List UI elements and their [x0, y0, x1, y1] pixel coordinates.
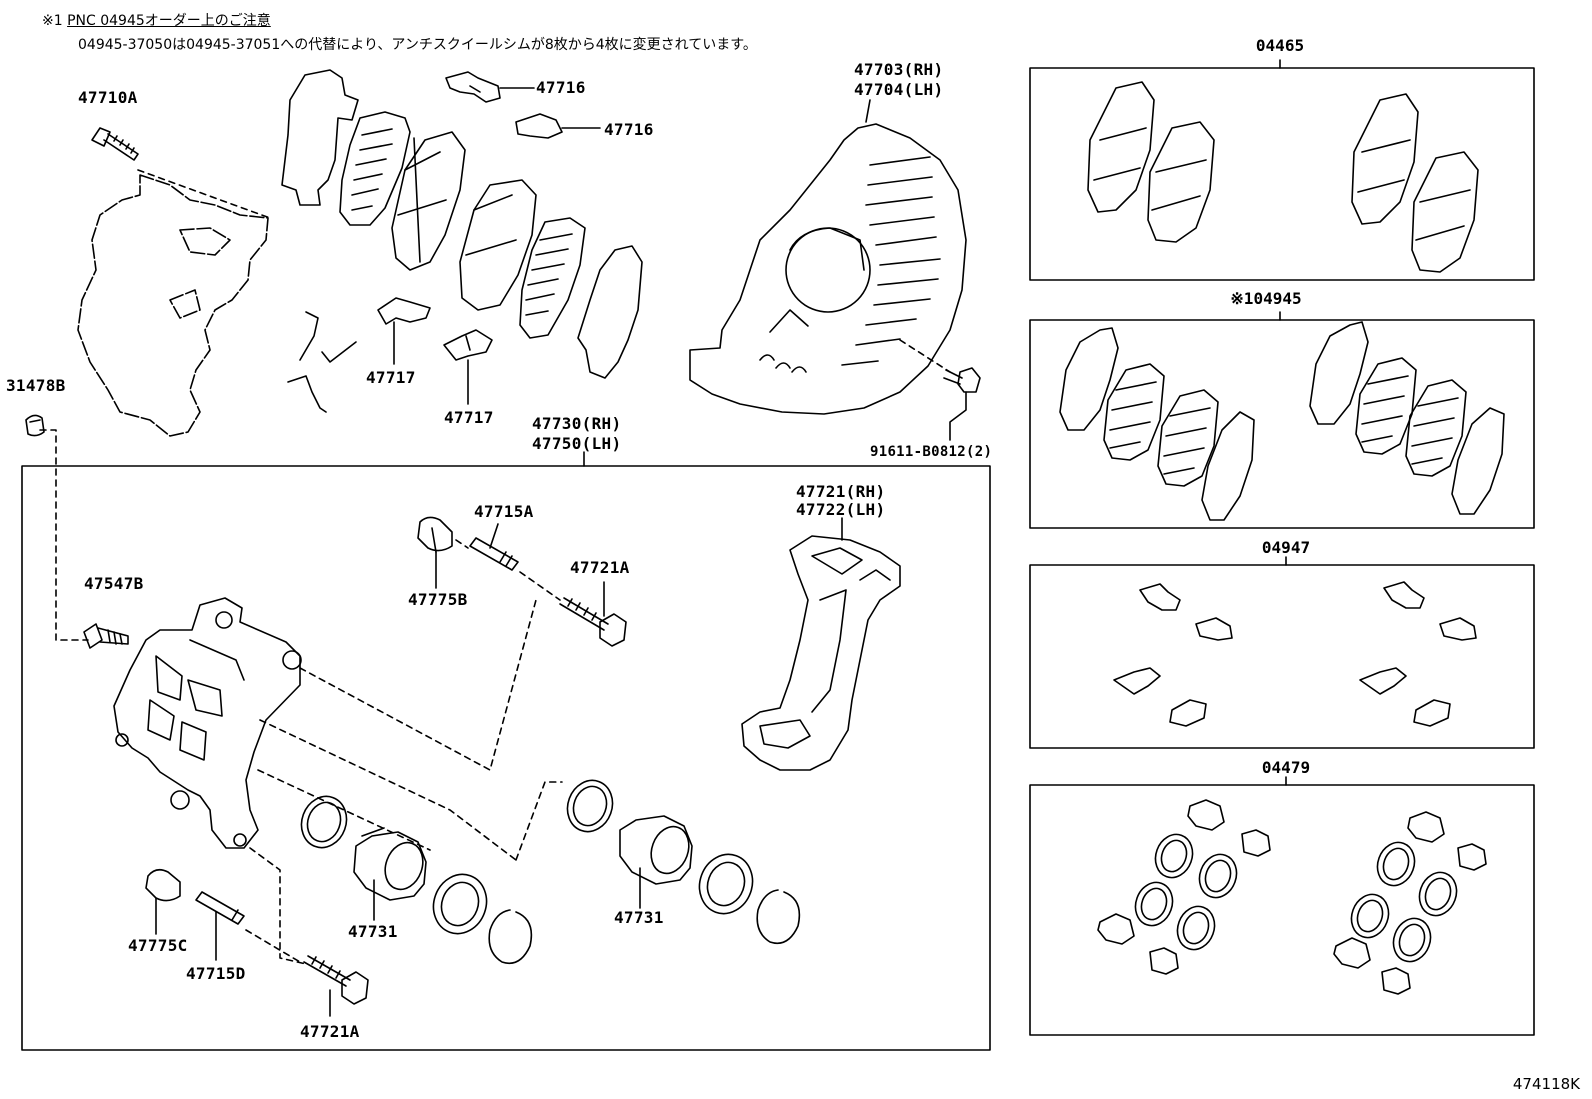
label-47717-b[interactable]: 47717: [444, 408, 494, 427]
clip-47716-b: [515, 113, 563, 139]
clip-47716-a: [445, 71, 501, 103]
label-47731-b[interactable]: 47731: [614, 908, 664, 927]
label-47710A[interactable]: 47710A: [78, 88, 138, 107]
dust-boot-a: [432, 873, 488, 935]
label-31478B[interactable]: 31478B: [6, 376, 66, 395]
kit-title-04479[interactable]: 04479: [1261, 758, 1311, 777]
spring-47717-b: [443, 329, 493, 361]
cap-31478B: [25, 414, 45, 437]
kit-box-04947: [1029, 564, 1535, 749]
label-47715A[interactable]: 47715A: [474, 502, 534, 521]
kit-04947-clips: [1113, 581, 1477, 727]
label-91611[interactable]: 91611-B0812(2): [870, 444, 993, 460]
bleeder-47547B: [83, 623, 129, 649]
mounting-bracket: [741, 535, 901, 771]
label-47750[interactable]: 47750(LH): [532, 434, 622, 453]
note-mark: ※1: [42, 13, 63, 29]
label-47547B[interactable]: 47547B: [84, 574, 144, 593]
knuckle-outline: [77, 174, 269, 437]
diagram-code: 474118K: [1512, 1075, 1580, 1093]
pin-47715A: [469, 537, 519, 571]
disc-dust-cover: [689, 123, 967, 415]
piston-47731-b: [619, 815, 693, 885]
piston-47731-a: [353, 827, 427, 901]
kit-04465-pads: [1087, 81, 1479, 273]
spring-47717-a: [377, 297, 431, 325]
kit-title-04465[interactable]: 04465: [1255, 36, 1305, 55]
label-47716-a[interactable]: 47716: [536, 78, 586, 97]
label-47731-a[interactable]: 47731: [348, 922, 398, 941]
label-47704[interactable]: 47704(LH): [854, 80, 944, 99]
label-47717-a[interactable]: 47717: [366, 368, 416, 387]
label-47721A-top[interactable]: 47721A: [570, 558, 630, 577]
label-47715D[interactable]: 47715D: [186, 964, 246, 983]
set-ring-a: [488, 909, 533, 965]
kit-04945-shims: [1059, 321, 1505, 521]
piston-seal-a: [300, 795, 348, 849]
wire-springs: [287, 311, 357, 413]
label-47703[interactable]: 47703(RH): [854, 60, 944, 79]
order-note-title: ※1 PNC 04945オーダー上のご注意: [42, 10, 271, 30]
label-47775B[interactable]: 47775B: [408, 590, 468, 609]
kit-title-04945[interactable]: ※104945: [1230, 289, 1302, 308]
kit-04479-seals: [1097, 799, 1487, 995]
order-note-body: 04945-37050は04945-37051への代替により、アンチスクイールシ…: [78, 37, 757, 53]
boot-47775B: [417, 516, 453, 553]
boot-47775C: [145, 868, 181, 902]
caliper-body: [113, 597, 302, 849]
piston-seal-b: [566, 779, 614, 833]
dust-boot-b: [698, 853, 754, 915]
kit-box-04465: [1029, 67, 1535, 281]
pad-set: [281, 69, 643, 379]
label-47722[interactable]: 47722(LH): [796, 500, 886, 519]
bolt-47721A-bottom: [303, 955, 369, 1005]
label-47716-b[interactable]: 47716: [604, 120, 654, 139]
bolt-47721A-top: [559, 597, 627, 647]
caliper-assembly-frame: [21, 465, 991, 1051]
kit-title-04947[interactable]: 04947: [1261, 538, 1311, 557]
bolt-47710A: [91, 127, 139, 161]
set-ring-b: [756, 889, 801, 945]
label-47721A-bottom[interactable]: 47721A: [300, 1022, 360, 1041]
label-47730[interactable]: 47730(RH): [532, 414, 622, 433]
label-47775C[interactable]: 47775C: [128, 936, 188, 955]
kit-box-04479: [1029, 784, 1535, 1036]
note-title: PNC 04945オーダー上のご注意: [67, 13, 271, 29]
label-47721[interactable]: 47721(RH): [796, 482, 886, 501]
pin-47715D: [195, 891, 245, 925]
kit-box-04945: [1029, 319, 1535, 529]
